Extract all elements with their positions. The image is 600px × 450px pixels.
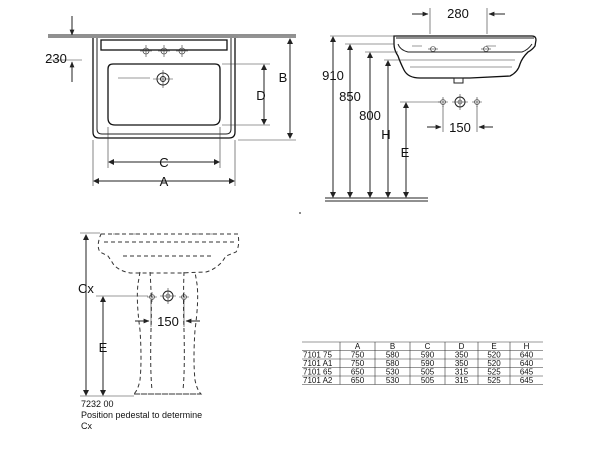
table-cell: 645: [520, 368, 534, 377]
pedestal-fittings-icon: [147, 288, 189, 304]
side-tap-left-icon: [428, 46, 438, 52]
table-cell: 580: [386, 359, 400, 368]
dim-e-label: E: [401, 145, 410, 160]
table-cell: 580: [386, 351, 400, 360]
table-cell: 645: [520, 376, 534, 385]
dim-150-side-label: 150: [449, 120, 471, 135]
dim-h-label: H: [381, 127, 390, 142]
stray-mark: [299, 212, 301, 214]
table-cell: 640: [520, 359, 534, 368]
pedestal-note-line1: Position pedestal to determine: [81, 410, 202, 420]
table-header-cell: C: [425, 342, 431, 351]
dim-280-label: 280: [447, 6, 469, 21]
dim-150-pedestal-label: 150: [157, 314, 179, 329]
table-cell: 505: [421, 376, 435, 385]
dim-850-label: 850: [339, 89, 361, 104]
tap-hole-right-icon: [176, 45, 188, 57]
dim-910-label: 910: [322, 68, 344, 83]
table-cell: 520: [487, 359, 501, 368]
table-cell: 750: [351, 359, 365, 368]
table-cell: 315: [455, 376, 469, 385]
table-cell: 590: [421, 359, 435, 368]
table-row-label: 7101 A2: [303, 376, 333, 385]
table-row-label: 7101 75: [303, 351, 332, 360]
table-cell: 525: [487, 376, 501, 385]
dim-cx-label: Cx: [78, 281, 94, 296]
dimension-table: A B C D E H 7101 75 750 580 590 350 520 640 7101 A1 75…: [302, 341, 543, 385]
supply-fittings-icon: [438, 94, 482, 110]
article-number: 7232 00: [81, 399, 114, 409]
table-cell: 525: [487, 368, 501, 377]
table-cell: 505: [421, 368, 435, 377]
dim-d-label: D: [256, 88, 265, 103]
table-cell: 650: [351, 376, 365, 385]
pedestal-front-view: 150 Cx E 7232 00 Position pedestal to de…: [78, 232, 240, 431]
side-tap-right-icon: [481, 46, 491, 52]
table-cell: 750: [351, 351, 365, 360]
tap-hole-left-icon: [140, 45, 152, 57]
washbasin-top-view: 230 B D C A: [45, 16, 296, 189]
drain-icon: [153, 70, 173, 88]
washbasin-side-view: 280 910 850 800 H E: [322, 6, 537, 202]
table-cell: 520: [487, 351, 501, 360]
table-header-cell: A: [355, 342, 361, 351]
table-row-label: 7101 A1: [303, 359, 333, 368]
dim-230-label: 230: [45, 51, 67, 66]
dim-b-label: B: [279, 70, 288, 85]
table-row-label: 7101 65: [303, 368, 332, 377]
dim-c-label: C: [159, 155, 168, 170]
table-cell: 315: [455, 368, 469, 377]
dim-800-label: 800: [359, 108, 381, 123]
table-cell: 350: [455, 359, 469, 368]
pedestal-note-line2: Cx: [81, 421, 92, 431]
table-cell: 640: [520, 351, 534, 360]
tap-hole-center-icon: [158, 45, 170, 57]
table-header-cell: B: [390, 342, 395, 351]
table-header-cell: H: [524, 342, 530, 351]
table-cell: 530: [386, 376, 400, 385]
table-header-cell: D: [459, 342, 465, 351]
table-cell: 350: [455, 351, 469, 360]
table-cell: 590: [421, 351, 435, 360]
table-cell: 530: [386, 368, 400, 377]
table-header-cell: E: [491, 342, 496, 351]
table-cell: 650: [351, 368, 365, 377]
dim-a-label: A: [160, 174, 169, 189]
dim-e-pedestal-label: E: [99, 340, 108, 355]
